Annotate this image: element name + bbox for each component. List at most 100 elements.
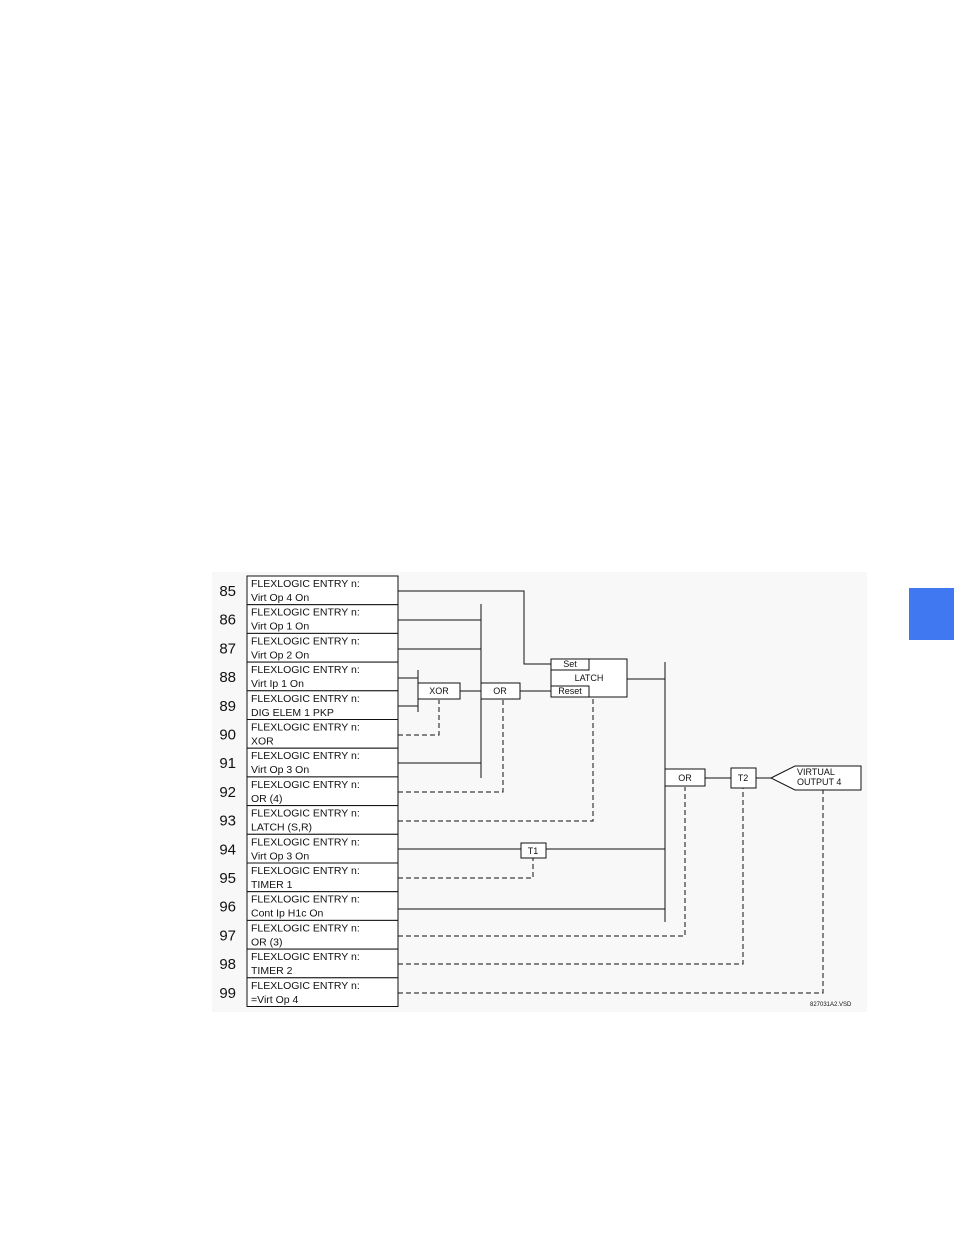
or4-gate: OR — [480, 682, 521, 700]
entry-box — [246, 891, 399, 921]
entry-line1: FLEXLOGIC ENTRY n: — [251, 722, 360, 734]
entry-line2: OR (4) — [251, 793, 283, 805]
flexlogic-entry-row: 88 FLEXLOGIC ENTRY n: Virt Ip 1 On — [219, 661, 399, 692]
entry-line1: FLEXLOGIC ENTRY n: — [251, 578, 360, 590]
latch-reset-label: Reset — [558, 686, 582, 696]
entry-box — [246, 632, 399, 663]
wiring — [398, 590, 771, 922]
latch-block: Set LATCH Reset — [550, 658, 628, 698]
entry-line2: Virt Op 2 On — [251, 649, 309, 661]
entry-number: 88 — [219, 669, 236, 686]
virtual-output-line2: OUTPUT 4 — [797, 777, 841, 787]
virtual-output-4: VIRTUAL OUTPUT 4 — [769, 765, 862, 791]
entry-line1: FLEXLOGIC ENTRY n: — [251, 779, 360, 791]
flexlogic-entry-row: 85 FLEXLOGIC ENTRY n: Virt Op 4 On — [219, 575, 399, 606]
wire-85-to-latch-set — [398, 590, 551, 665]
entry-line1: FLEXLOGIC ENTRY n: — [251, 980, 360, 992]
ref-92-or4 — [398, 700, 504, 793]
entry-box — [246, 862, 399, 893]
entry-number: 94 — [219, 841, 236, 858]
entry-number: 99 — [219, 985, 236, 1002]
entry-box — [246, 776, 399, 807]
xor-label: XOR — [429, 686, 449, 696]
entry-line2: Virt Op 4 On — [251, 592, 309, 604]
entry-number: 96 — [219, 899, 236, 916]
timer-t1: T1 — [520, 842, 547, 859]
flexlogic-entry-row: 99 FLEXLOGIC ENTRY n: =Virt Op 4 — [219, 977, 399, 1007]
entry-line1: FLEXLOGIC ENTRY n: — [251, 808, 360, 820]
or4-label: OR — [493, 686, 507, 696]
ref-90-xor — [398, 700, 440, 736]
ref-93-latch — [398, 698, 594, 822]
ref-97-or3 — [398, 787, 686, 937]
entry-line2: TIMER 1 — [251, 879, 293, 891]
entry-number: 85 — [219, 583, 236, 600]
entry-line1: FLEXLOGIC ENTRY n: — [251, 922, 360, 934]
entry-line2: Virt Ip 1 On — [251, 678, 304, 690]
entry-line2: XOR — [251, 736, 274, 748]
virtual-output-line1: VIRTUAL — [797, 767, 835, 777]
entry-box — [246, 719, 399, 749]
ref-98-t2 — [398, 788, 744, 965]
entry-line2: =Virt Op 4 — [251, 994, 299, 1006]
entry-line1: FLEXLOGIC ENTRY n: — [251, 951, 360, 963]
entry-line2: TIMER 2 — [251, 965, 293, 977]
entry-box — [246, 977, 399, 1007]
entry-box — [246, 604, 399, 634]
entry-line2: Cont Ip H1c On — [251, 908, 324, 920]
entry-box — [246, 747, 399, 778]
entry-line1: FLEXLOGIC ENTRY n: — [251, 635, 360, 647]
or3-label: OR — [678, 773, 692, 783]
flexlogic-entry-row: 92 FLEXLOGIC ENTRY n: OR (4) — [219, 776, 399, 807]
ref-99-output — [398, 790, 824, 994]
latch-set-label: Set — [563, 659, 577, 669]
entry-line2: LATCH (S,R) — [251, 822, 312, 834]
entry-line1: FLEXLOGIC ENTRY n: — [251, 750, 360, 762]
latch-title: LATCH — [575, 673, 604, 683]
entry-box — [246, 661, 399, 692]
entry-line2: Virt Op 3 On — [251, 764, 309, 776]
entry-number: 93 — [219, 813, 236, 830]
t2-label: T2 — [738, 773, 749, 783]
entry-number: 86 — [219, 612, 236, 629]
entry-line1: FLEXLOGIC ENTRY n: — [251, 664, 360, 676]
entry-number: 91 — [219, 755, 236, 772]
xor-gate: XOR — [417, 682, 461, 700]
entry-line1: FLEXLOGIC ENTRY n: — [251, 693, 360, 705]
entry-box — [246, 919, 399, 950]
ref-95-t1 — [398, 858, 534, 879]
entry-box — [246, 833, 399, 864]
entry-line1: FLEXLOGIC ENTRY n: — [251, 865, 360, 877]
entry-line2: OR (3) — [251, 936, 283, 948]
figure-reference: 827031A2.VSD — [810, 1002, 852, 1008]
entry-box — [246, 690, 399, 720]
flexlogic-entry-row: 93 FLEXLOGIC ENTRY n: LATCH (S,R) — [219, 805, 399, 835]
timer-t2: T2 — [730, 767, 757, 789]
or3-gate: OR — [664, 768, 706, 787]
entry-line1: FLEXLOGIC ENTRY n: — [251, 607, 360, 619]
reference-links — [398, 698, 824, 994]
flexlogic-entry-row: 90 FLEXLOGIC ENTRY n: XOR — [219, 719, 399, 749]
entry-box — [246, 948, 399, 979]
flexlogic-entry-row: 91 FLEXLOGIC ENTRY n: Virt Op 3 On — [219, 747, 399, 778]
entry-number: 90 — [219, 727, 236, 744]
flexlogic-entry-row: 89 FLEXLOGIC ENTRY n: DIG ELEM 1 PKP — [219, 690, 399, 720]
chapter-side-tab — [909, 588, 954, 640]
entry-line2: Virt Op 3 On — [251, 850, 309, 862]
t1-label: T1 — [528, 846, 539, 856]
entry-line1: FLEXLOGIC ENTRY n: — [251, 894, 360, 906]
entry-number: 97 — [219, 927, 236, 944]
flexlogic-entry-row: 98 FLEXLOGIC ENTRY n: TIMER 2 — [219, 948, 399, 979]
entry-number: 92 — [219, 784, 236, 801]
entry-number: 89 — [219, 698, 236, 715]
entry-number: 98 — [219, 956, 236, 973]
flexlogic-entry-row: 97 FLEXLOGIC ENTRY n: OR (3) — [219, 919, 399, 950]
flexlogic-entry-row: 96 FLEXLOGIC ENTRY n: Cont Ip H1c On — [219, 891, 399, 921]
entry-line2: DIG ELEM 1 PKP — [251, 707, 334, 719]
